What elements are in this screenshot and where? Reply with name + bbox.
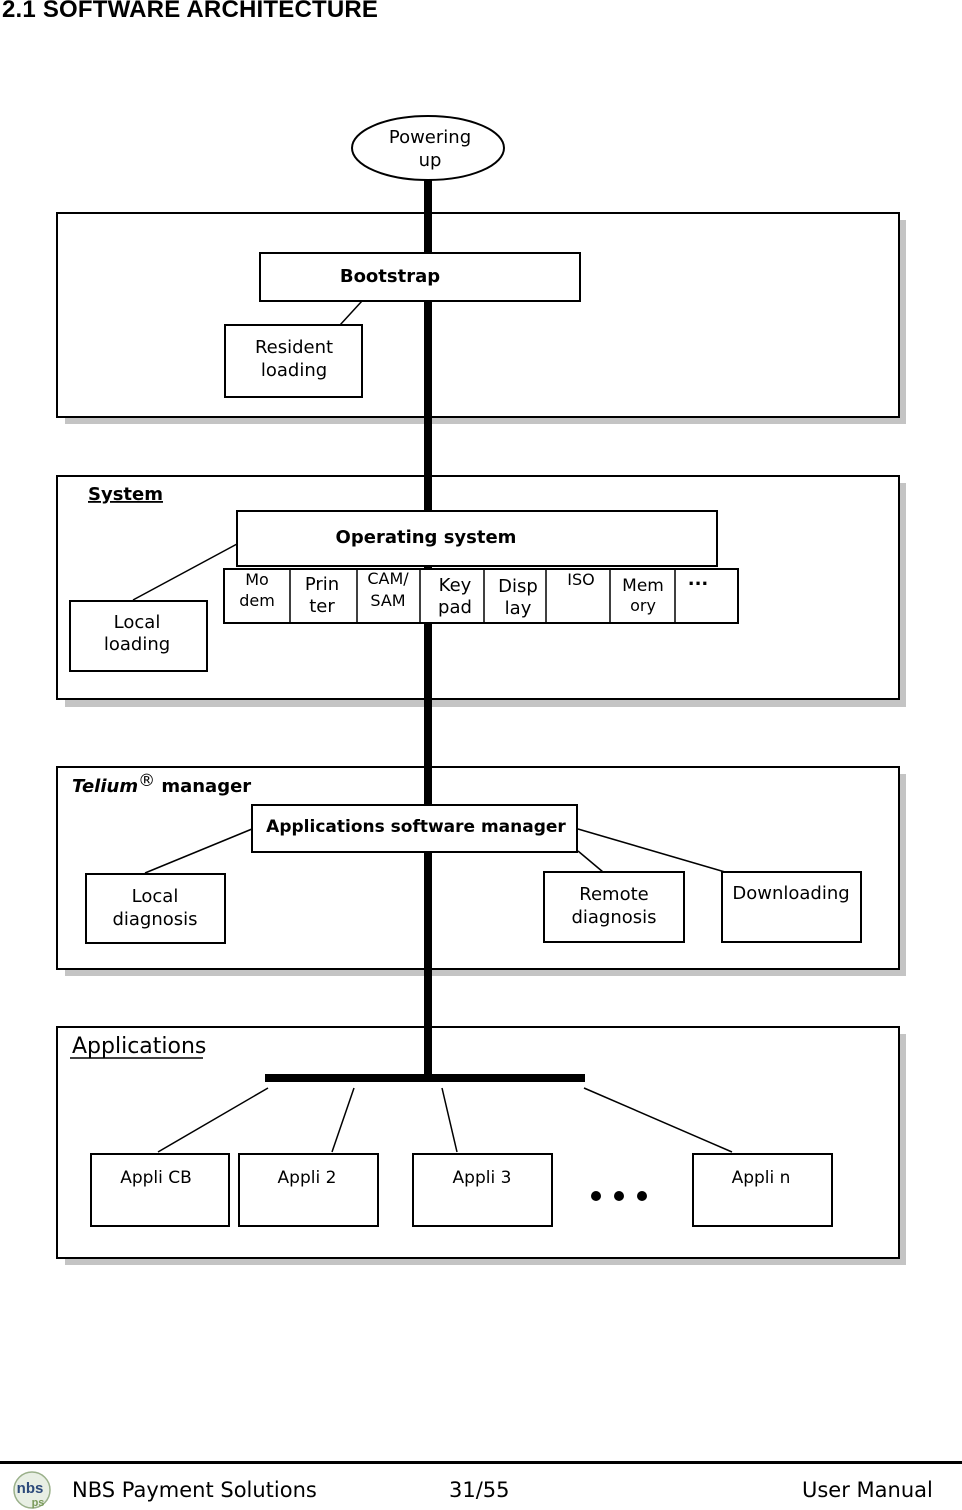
downloading-label: Downloading [732, 883, 849, 904]
manager-word: manager [155, 776, 251, 797]
app-box-appli-3: Appli 3 [412, 1153, 553, 1227]
footer-rule [0, 1461, 962, 1464]
software-architecture-diagram: Powering up Bootstrap Resident loading S… [56, 115, 906, 1265]
footer-company: NBS Payment Solutions [72, 1478, 317, 1502]
operating-system-label: Operating system [336, 527, 517, 548]
bootstrap-panel [56, 212, 906, 424]
resident-loading-line2: loading [261, 360, 327, 381]
applications-section-title: Applications [72, 1034, 206, 1059]
main-bus-line [424, 178, 432, 1078]
bootstrap-box: Bootstrap [259, 252, 581, 302]
driver-keypad-line2: pad [438, 597, 472, 618]
local-diagnosis-box: Local diagnosis [85, 873, 226, 944]
remote-diagnosis-line1: Remote [579, 884, 648, 905]
local-diagnosis-line1: Local [132, 886, 179, 907]
driver-iso-line1: ISO [567, 570, 594, 589]
app-box-appli-2: Appli 2 [238, 1153, 379, 1227]
resident-loading-line1: Resident [255, 337, 333, 358]
manager-section-title: Telium® manager [72, 771, 251, 797]
driver-memory-line2: ory [630, 596, 656, 615]
remote-diagnosis-line2: diagnosis [571, 907, 656, 928]
logo-text-bottom: ps [32, 1497, 45, 1509]
driver-cell-cam-sam: CAM/ SAM [367, 569, 409, 610]
driver-cell-modem: Mo dem [239, 570, 275, 610]
registered-mark: ® [138, 771, 155, 791]
resident-loading-box: Resident loading [224, 324, 363, 398]
driver-cam-sam-line1: CAM/ [367, 569, 409, 588]
app-box-appli-cb: Appli CB [90, 1153, 230, 1227]
applications-software-manager-box: Applications software manager [251, 804, 578, 853]
applications-panel [56, 1026, 906, 1265]
driver-cell-more: ... [688, 569, 709, 590]
footer-doc-title: User Manual [802, 1478, 933, 1502]
local-loading-line1: Local [114, 612, 161, 633]
driver-printer-line1: Prin [305, 574, 339, 595]
driver-memory-line1: Mem [622, 576, 664, 596]
local-diagnosis-line2: diagnosis [112, 909, 197, 930]
powering-up-node: Powering up [351, 115, 505, 181]
driver-strip: Mo dem Prin ter CAM/ SAM Key pad Disp la… [223, 568, 739, 624]
powering-up-line1: Powering [389, 127, 471, 148]
system-section-title: System [88, 484, 163, 505]
logo-text-top: nbs [17, 1480, 44, 1497]
telium-brand: Telium [72, 776, 138, 797]
powering-up-line2: up [419, 150, 442, 171]
nbs-logo-icon: nbs ps [13, 1471, 51, 1509]
driver-keypad-line1: Key [439, 575, 472, 596]
driver-modem-line2: dem [239, 591, 275, 610]
driver-modem-line1: Mo [245, 570, 269, 589]
local-loading-box: Local loading [69, 600, 208, 672]
remote-diagnosis-box: Remote diagnosis [543, 871, 685, 943]
local-loading-line2: loading [104, 634, 170, 655]
app-label-appli-cb: Appli CB [120, 1168, 192, 1188]
app-label-appli-2: Appli 2 [278, 1168, 337, 1188]
driver-cell-iso: ISO [567, 570, 594, 589]
applications-bus-bar [265, 1074, 585, 1082]
bootstrap-label: Bootstrap [340, 266, 440, 287]
asm-label: Applications software manager [266, 817, 566, 837]
connector-lines [132, 300, 733, 1153]
app-box-appli-n: Appli n [692, 1153, 833, 1227]
driver-cell-keypad: Key pad [438, 575, 472, 618]
app-label-appli-n: Appli n [732, 1168, 791, 1188]
page-heading: 2.1 SOFTWARE ARCHITECTURE [2, 0, 379, 23]
driver-cell-display: Disp lay [498, 576, 538, 619]
footer-page-number: 31/55 [449, 1478, 510, 1502]
downloading-box: Downloading [721, 871, 862, 943]
app-label-appli-3: Appli 3 [453, 1168, 512, 1188]
driver-cell-printer: Prin ter [305, 574, 339, 617]
driver-cell-memory: Mem ory [622, 576, 664, 615]
driver-cam-sam-line2: SAM [370, 591, 405, 610]
driver-display-line1: Disp [498, 576, 538, 597]
driver-more-line1: ... [688, 569, 709, 590]
app-ellipsis-dots [591, 1191, 647, 1201]
operating-system-box: Operating system [236, 510, 718, 567]
driver-printer-line2: ter [309, 596, 335, 617]
driver-display-line2: lay [505, 598, 532, 619]
